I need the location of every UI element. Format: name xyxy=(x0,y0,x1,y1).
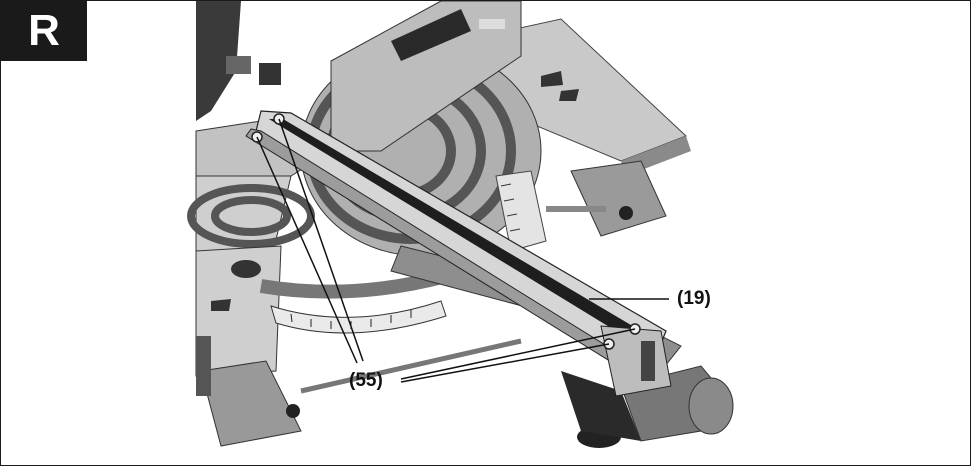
bevel-scale xyxy=(259,269,448,334)
callout-leader-lines xyxy=(256,118,669,383)
saw-head xyxy=(196,1,281,121)
figure-letter-badge: R xyxy=(1,1,87,61)
leader-line-55-c xyxy=(400,328,636,380)
callout-label-19: (19) xyxy=(677,288,711,309)
callout-label-55: (55) xyxy=(349,370,383,391)
leader-line-55-a xyxy=(278,118,364,362)
fence-19 xyxy=(245,110,672,397)
leader-line-55-b xyxy=(256,136,358,364)
leader-line-55-d xyxy=(400,343,610,383)
